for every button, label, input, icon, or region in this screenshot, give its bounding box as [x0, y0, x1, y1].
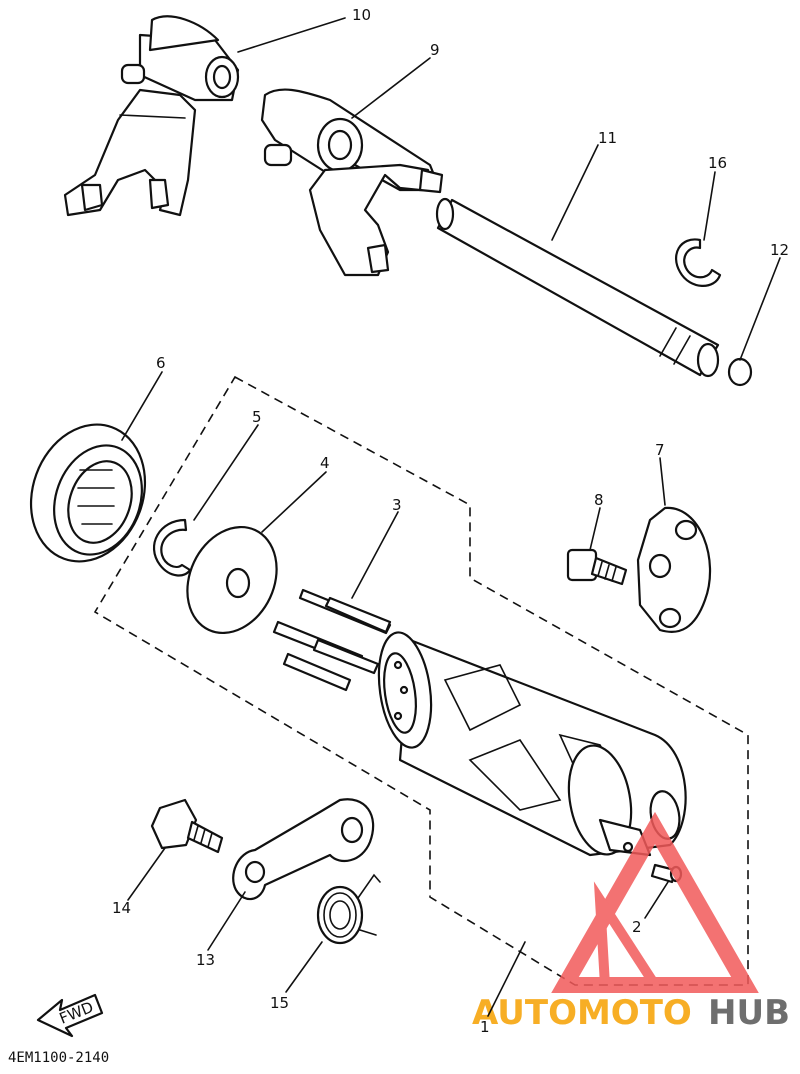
guide-bar-11	[435, 197, 720, 378]
label-part-4: 4	[320, 454, 330, 472]
label-part-1: 1	[480, 1018, 490, 1036]
stopper-lever-13	[232, 798, 375, 901]
leader-16	[703, 171, 716, 241]
leader-4	[261, 471, 327, 533]
fwd-arrow: FWD	[36, 993, 104, 1038]
label-part-11: 11	[598, 129, 617, 147]
watermark-triangle-inner	[593, 881, 665, 990]
watermark-logo: AUTOMOTO HUB	[472, 811, 790, 1033]
label-part-7: 7	[655, 441, 665, 459]
leader-6	[121, 371, 163, 441]
leader-1	[487, 941, 526, 1017]
label-part-5: 5	[252, 408, 262, 426]
label-part-9: 9	[430, 41, 440, 59]
leader-lines	[121, 17, 781, 1017]
bolt-8	[566, 548, 628, 586]
leader-13	[207, 891, 246, 951]
leader-11	[551, 144, 599, 241]
spring-15	[316, 873, 381, 945]
leader-5	[193, 424, 259, 521]
label-part-12: 12	[770, 241, 789, 259]
label-part-16: 16	[708, 154, 727, 172]
leader-8	[589, 507, 601, 551]
label-part-15: 15	[270, 994, 289, 1012]
watermark-text-right: HUB	[708, 993, 790, 1033]
label-part-6: 6	[156, 354, 166, 372]
leader-14	[127, 847, 166, 901]
leader-2	[644, 881, 669, 919]
washer-4	[186, 525, 278, 635]
leader-3	[351, 511, 399, 599]
diagram-code: 4EM1100-2140	[8, 1050, 109, 1066]
leader-15	[285, 941, 323, 993]
pins-3	[272, 588, 392, 692]
watermark-text-left: AUTOMOTO	[472, 993, 692, 1033]
segment-plate-7	[636, 506, 712, 633]
bolt-14	[150, 798, 224, 854]
label-part-2: 2	[632, 918, 642, 936]
label-part-3: 3	[392, 496, 402, 514]
label-part-10: 10	[352, 6, 371, 24]
leader-9	[351, 57, 431, 119]
shift-fork-10	[63, 15, 240, 217]
shift-drum-1	[377, 631, 687, 857]
label-part-13: 13	[196, 951, 215, 969]
label-part-8: 8	[594, 491, 604, 509]
leader-7	[659, 457, 666, 506]
leader-10	[237, 17, 346, 53]
bearing-6	[29, 423, 147, 563]
o-ring-12	[727, 357, 753, 387]
leader-12	[739, 257, 781, 361]
part-labels: 10 9 11 16 12 6 5 4 3 7 8 2 1 14 13 15	[112, 6, 789, 1036]
circlip-5	[153, 518, 192, 577]
shift-fork-9	[260, 88, 444, 277]
label-part-14: 14	[112, 899, 131, 917]
circlip-16	[674, 238, 722, 287]
